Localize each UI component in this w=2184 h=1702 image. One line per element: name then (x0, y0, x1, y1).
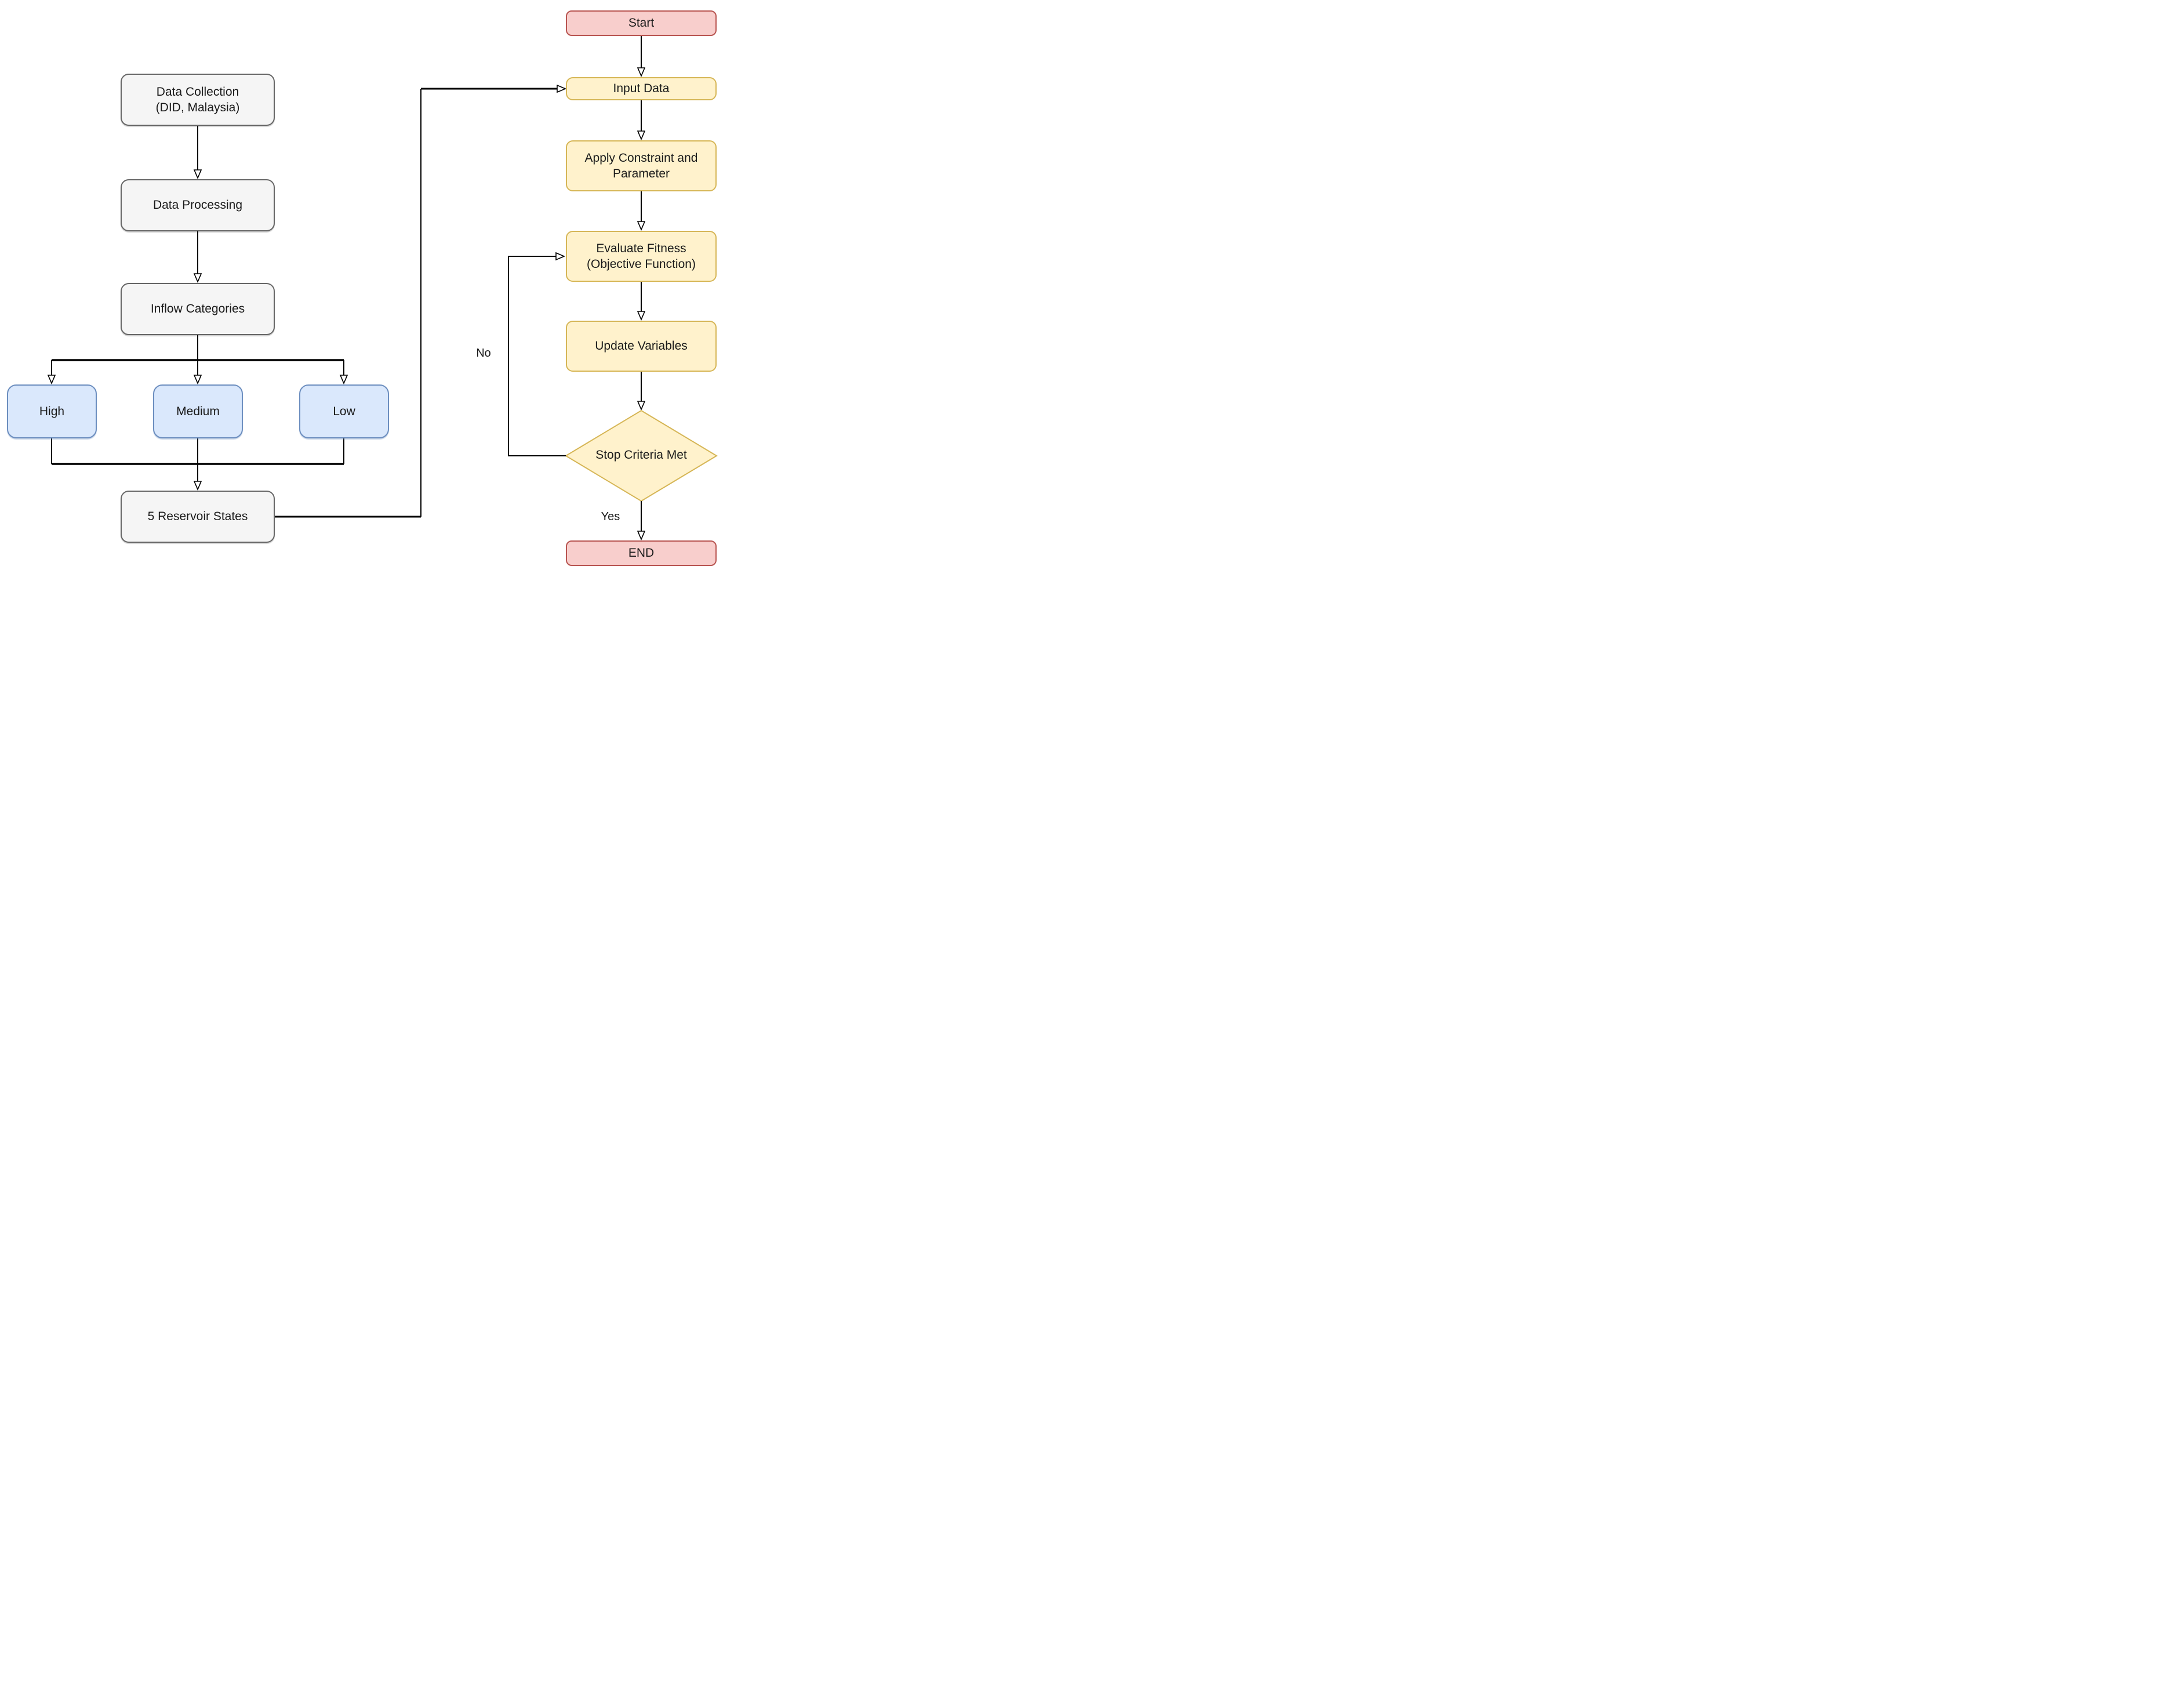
node-end: END (566, 540, 717, 566)
flowchart-canvas: Data Collection (DID, Malaysia) Data Pro… (0, 0, 728, 567)
node-medium: Medium (153, 384, 243, 438)
node-data-collection: Data Collection (DID, Malaysia) (121, 74, 275, 126)
node-start: Start (566, 10, 717, 36)
node-stop-criteria-label: Stop Criteria Met (595, 448, 687, 462)
node-input-data: Input Data (566, 77, 717, 100)
edge-label-yes: Yes (601, 510, 620, 523)
node-evaluate-fitness: Evaluate Fitness (Objective Function) (566, 231, 717, 282)
node-data-processing: Data Processing (121, 179, 275, 231)
node-high: High (7, 384, 97, 438)
node-low: Low (299, 384, 389, 438)
edge-label-no: No (476, 347, 491, 360)
node-apply-constraint: Apply Constraint and Parameter (566, 140, 717, 191)
node-update-variables: Update Variables (566, 321, 717, 372)
connector-layer (0, 36, 718, 567)
node-inflow-categories: Inflow Categories (121, 283, 275, 335)
node-reservoir-states: 5 Reservoir States (121, 491, 275, 543)
